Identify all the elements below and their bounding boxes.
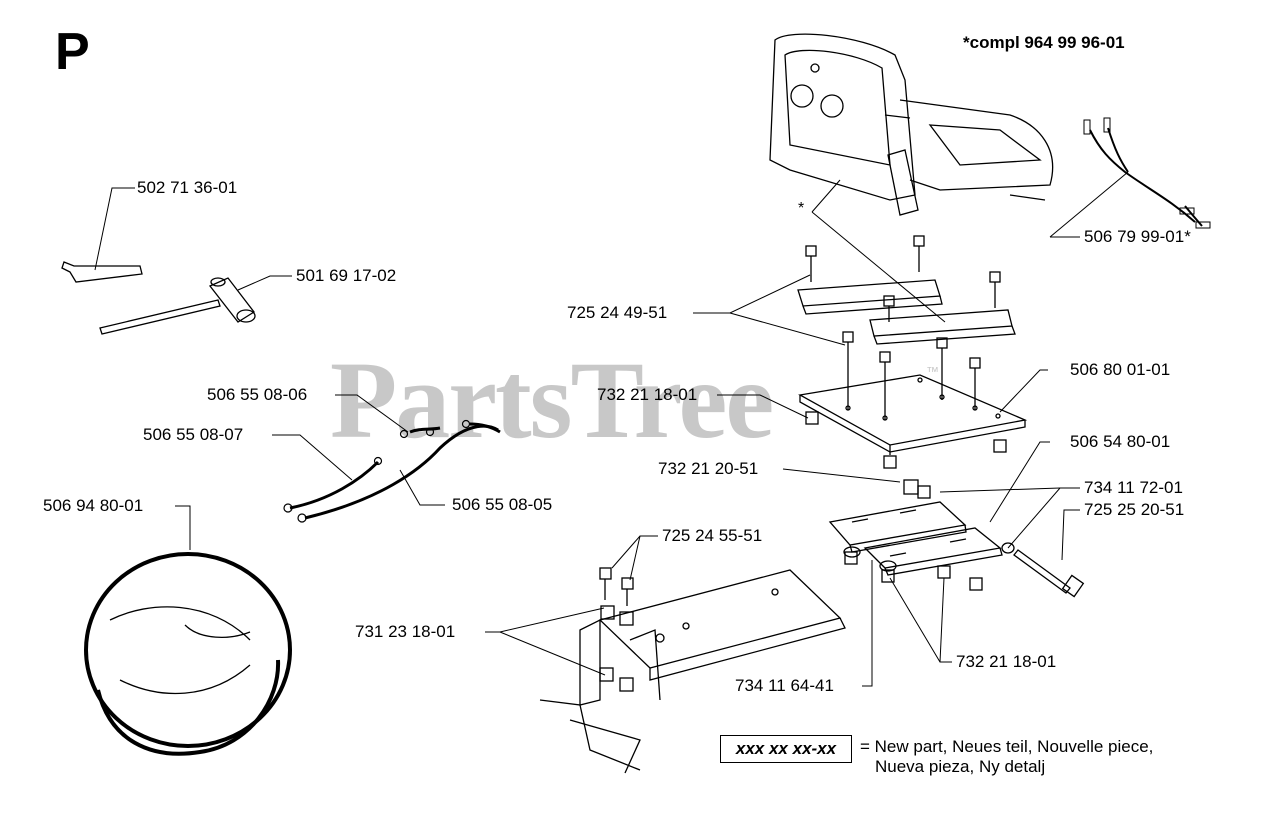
part-label[interactable]: 506 55 08-05 [452, 495, 553, 514]
page-letter: P [55, 23, 90, 81]
part-label[interactable]: 506 55 08-07 [143, 425, 244, 444]
slide-rails [797, 279, 1016, 345]
leader-lines [94, 171, 1129, 687]
part-label[interactable]: 732 21 18-01 [597, 385, 698, 404]
nuts [599, 411, 1007, 692]
new-part-legend-text: = New part, Neues teil, Nouvelle piece, … [860, 737, 1153, 777]
seat-plate [798, 374, 1028, 455]
long-bolt [1001, 542, 1085, 598]
mounting-brackets [828, 501, 1003, 576]
part-label[interactable]: 506 80 01-01 [1070, 360, 1171, 379]
watermark-text: PartsTree [330, 339, 774, 461]
ground-cables [289, 422, 501, 520]
allen-key [61, 261, 143, 283]
rail-bolts [805, 235, 1001, 420]
part-label[interactable]: 731 23 18-01 [355, 622, 456, 641]
part-label[interactable]: 725 24 49-51 [567, 303, 668, 322]
part-label[interactable]: 732 21 18-01 [956, 652, 1057, 671]
t-wrench [99, 277, 256, 335]
legend-line-1: = New part, Neues teil, Nouvelle piece, [860, 737, 1154, 756]
part-label[interactable]: 734 11 64-41 [735, 676, 834, 695]
tractor-frame [539, 569, 846, 774]
part-label[interactable]: 732 21 20-51 [658, 459, 759, 478]
part-label[interactable]: 506 94 80-01 [43, 496, 144, 515]
part-label[interactable]: 506 54 80-01 [1070, 432, 1171, 451]
part-label[interactable]: 725 24 55-51 [662, 526, 763, 545]
cable-terminals [283, 419, 471, 523]
part-label[interactable]: 502 71 36-01 [137, 178, 238, 197]
seat-switch-wire [1083, 117, 1211, 229]
harness-inner-wires [109, 606, 251, 695]
part-label[interactable]: 734 11 72-01 [1084, 478, 1183, 497]
part-label[interactable]: 506 55 08-06 [207, 385, 308, 404]
watermark-trademark: ™ [926, 364, 939, 379]
new-part-legend-code: xxx xx xx-xx [720, 735, 852, 763]
asterisk-marker: * [798, 200, 805, 217]
part-label[interactable]: 506 79 99-01* [1084, 227, 1191, 246]
part-label[interactable]: 725 25 20-51 [1084, 500, 1185, 519]
complete-assembly-note: *compl 964 99 96-01 [963, 33, 1125, 52]
part-label[interactable]: 501 69 17-02 [296, 266, 397, 285]
wiring-harness [84, 552, 292, 756]
seat [769, 33, 1054, 216]
frame-bolts [599, 567, 634, 606]
legend-line-2: Nueva pieza, Ny detalj [875, 757, 1046, 776]
